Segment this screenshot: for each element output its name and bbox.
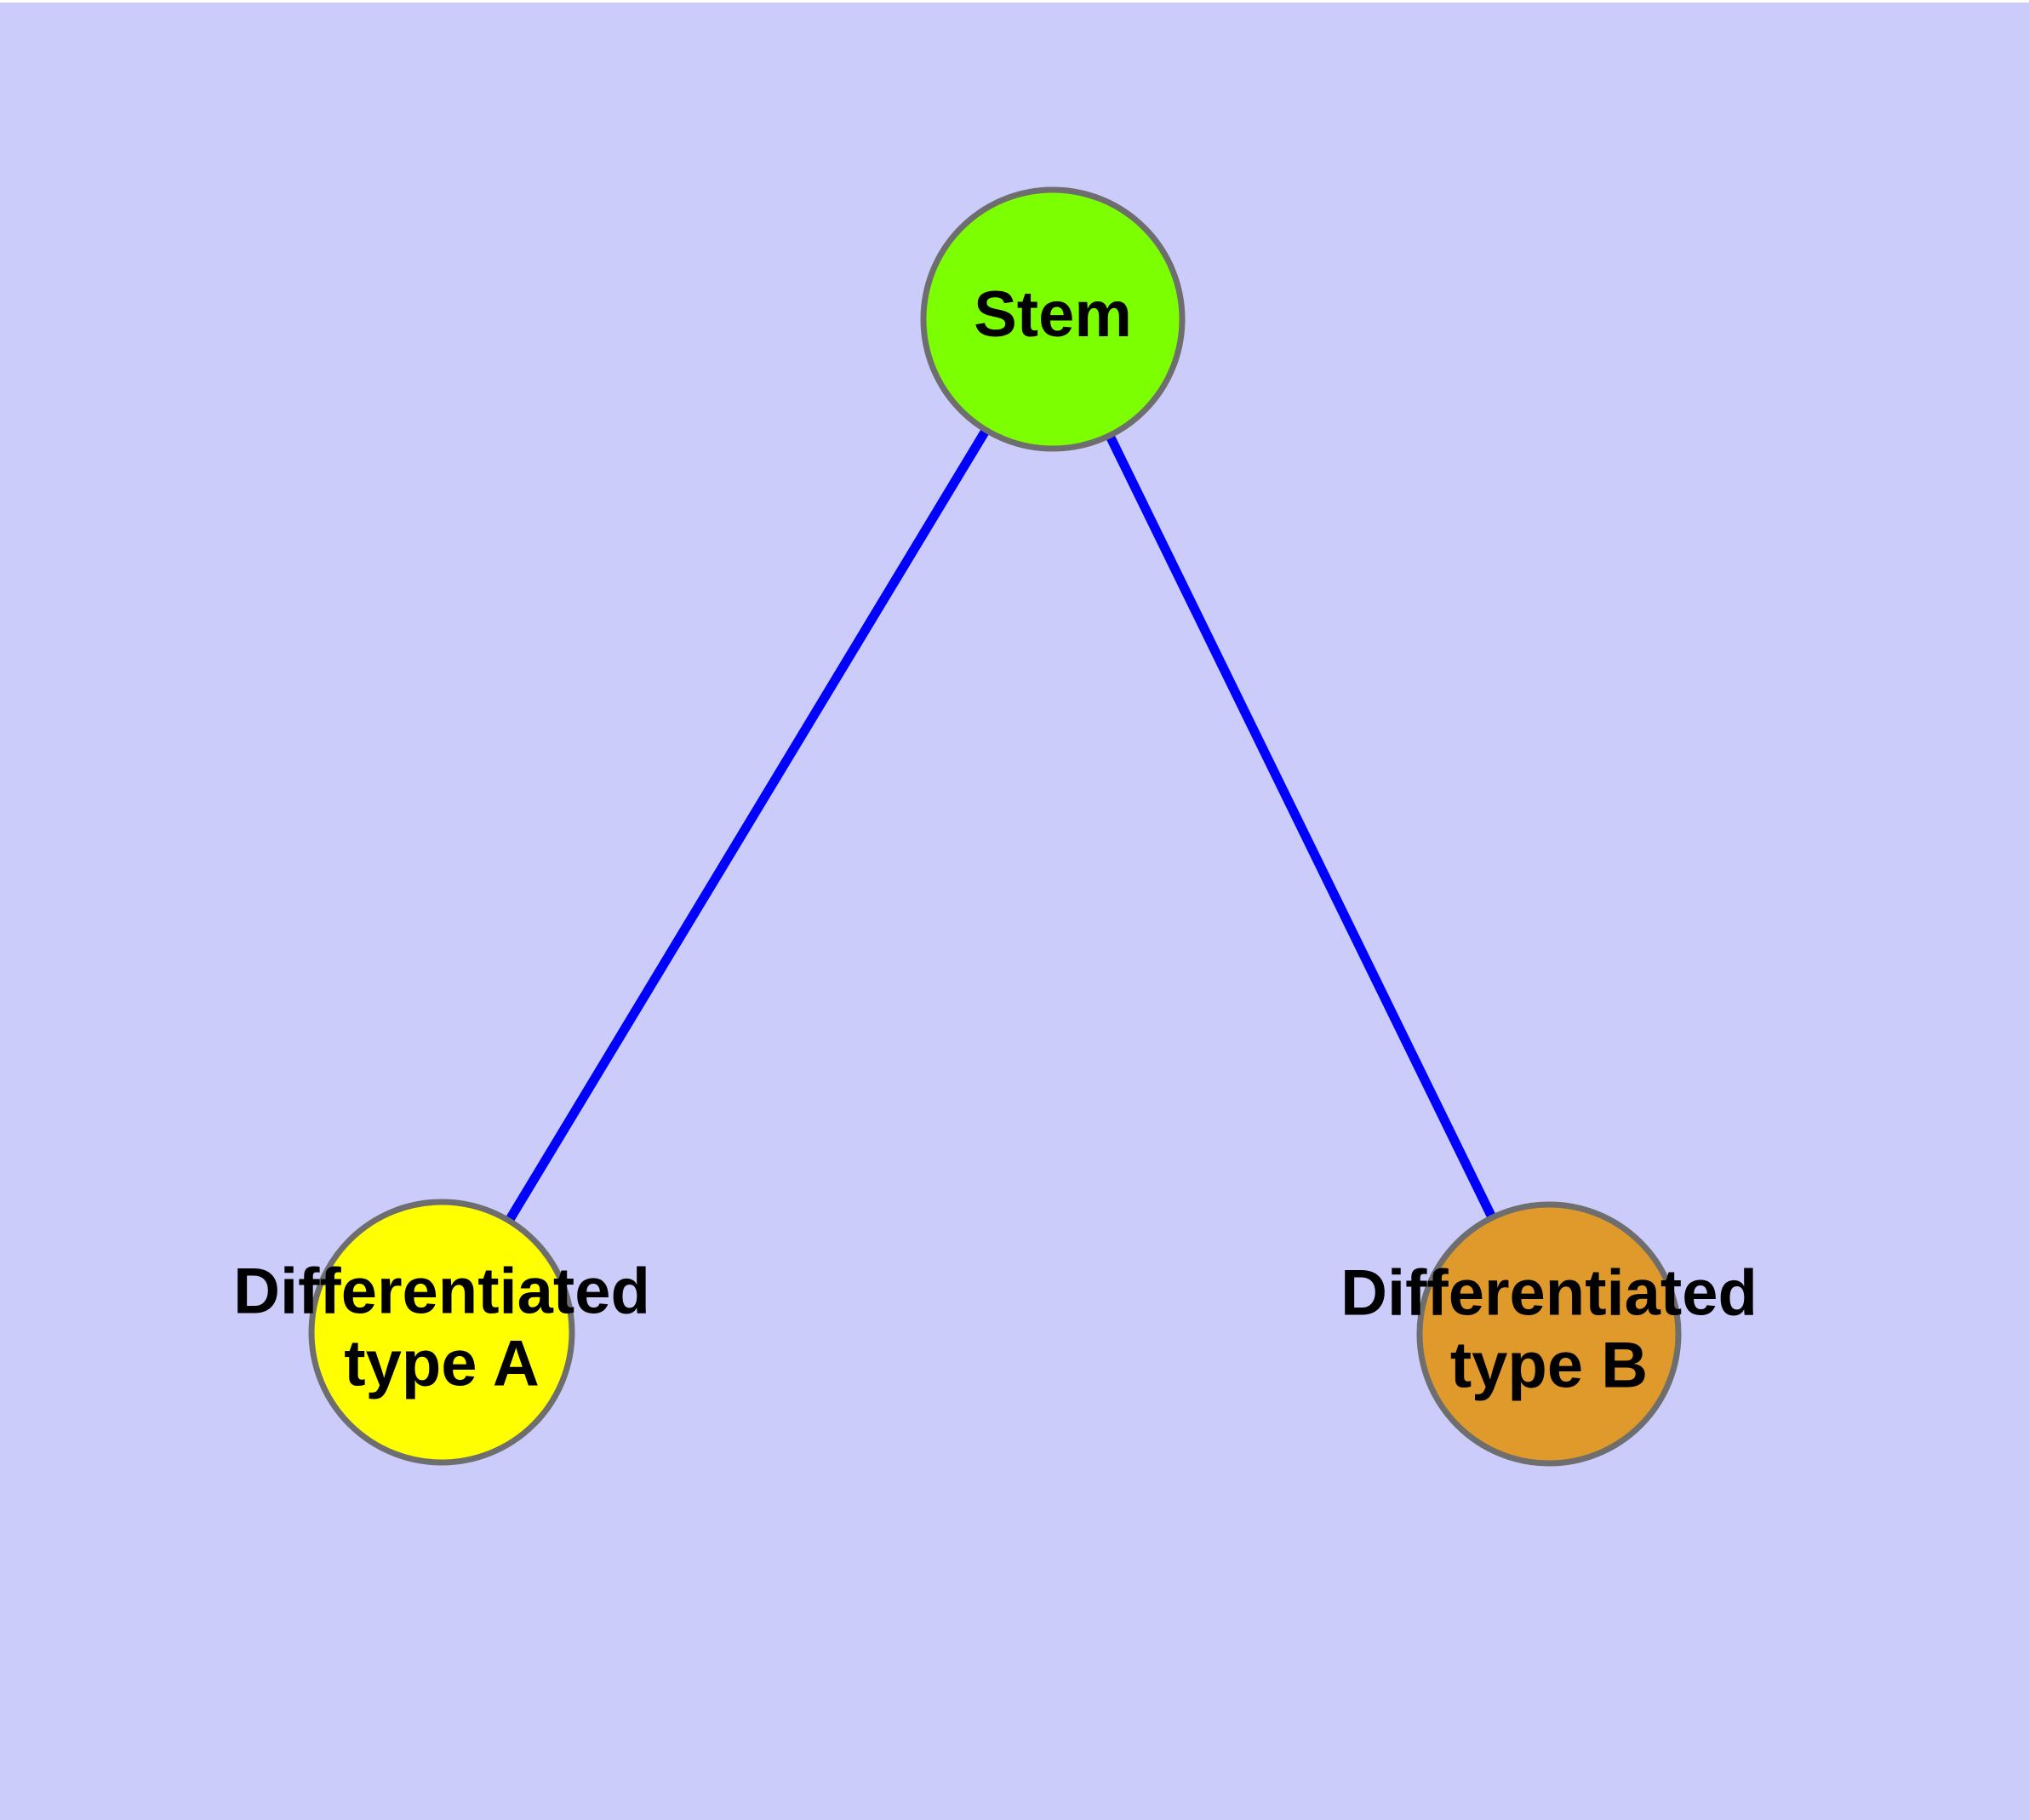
- nodes-layer: [308, 186, 1682, 1467]
- node-label-line: type B: [1450, 1330, 1648, 1402]
- graph-node-stem[interactable]: [920, 186, 1186, 452]
- node-label-line: Stem: [974, 278, 1132, 351]
- node-label-line: Differentiated: [1340, 1257, 1758, 1330]
- top-strip: [0, 0, 2029, 3]
- graph-node-diff_b[interactable]: [1416, 1201, 1682, 1467]
- graph-edge-stem-to-b[interactable]: [1103, 428, 1499, 1225]
- graph-edge-stem-to-a[interactable]: [502, 423, 993, 1228]
- node-label-stem: Stem: [974, 278, 1132, 351]
- node-label-line: Differentiated: [233, 1256, 650, 1328]
- node-label-line: type A: [344, 1328, 539, 1400]
- edges-layer: [502, 423, 1499, 1228]
- graph-node-diff_a[interactable]: [308, 1199, 575, 1466]
